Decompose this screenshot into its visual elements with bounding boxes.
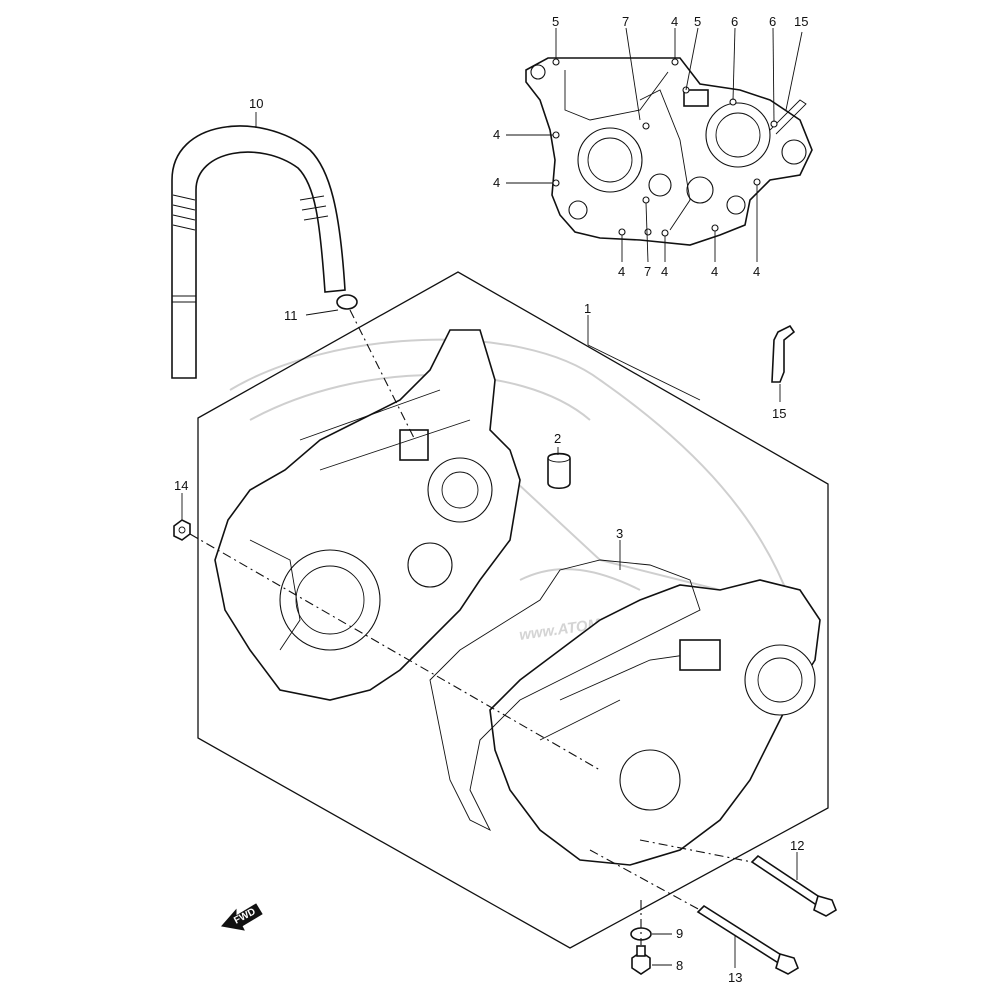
bracket-part-15 xyxy=(771,324,796,383)
bolt-part-12 xyxy=(750,854,837,917)
fwd-arrow-icon: FWD xyxy=(221,903,263,931)
callout-1: 1 xyxy=(584,301,591,316)
callout-4: 4 xyxy=(661,264,668,279)
crankcase-inner-view xyxy=(525,57,813,246)
callout-14: 14 xyxy=(174,478,188,493)
leader-lines xyxy=(181,27,803,968)
callout-13: 13 xyxy=(728,970,742,985)
bolt-part-13 xyxy=(696,904,799,975)
callout-15: 15 xyxy=(772,406,786,421)
callout-4: 4 xyxy=(671,14,678,29)
crankcase-right-part-1 xyxy=(214,329,521,701)
dowel-pin-part-2 xyxy=(547,452,571,490)
crankcase-gasket xyxy=(429,559,701,832)
alignment-lines xyxy=(189,309,753,945)
callout-9: 9 xyxy=(676,926,683,941)
callout-11: 11 xyxy=(284,308,298,323)
callout-5: 5 xyxy=(694,14,701,29)
callout-2: 2 xyxy=(554,431,561,446)
callout-4: 4 xyxy=(493,175,500,190)
callout-4: 4 xyxy=(753,264,760,279)
callout-4: 4 xyxy=(493,127,500,142)
callout-7: 7 xyxy=(622,14,629,29)
callout-7: 7 xyxy=(644,264,651,279)
callout-6: 6 xyxy=(769,14,776,29)
bolt-part-8 xyxy=(631,945,651,975)
assembly-frame xyxy=(197,271,829,949)
callout-labels: 5 7 4 5 6 6 15 4 4 4 7 4 4 4 10 11 1 2 3… xyxy=(174,14,808,985)
callout-4: 4 xyxy=(711,264,718,279)
breather-hose-part-10 xyxy=(171,125,346,379)
callout-15: 15 xyxy=(794,14,808,29)
nut-part-14 xyxy=(173,519,191,541)
callout-5: 5 xyxy=(552,14,559,29)
callout-3: 3 xyxy=(616,526,623,541)
callout-4: 4 xyxy=(618,264,625,279)
callout-12: 12 xyxy=(790,838,804,853)
crankcase-left-part-3 xyxy=(489,579,821,866)
clamp-part-11 xyxy=(336,294,358,310)
callout-8: 8 xyxy=(676,958,683,973)
callout-6: 6 xyxy=(731,14,738,29)
callout-10: 10 xyxy=(249,96,263,111)
